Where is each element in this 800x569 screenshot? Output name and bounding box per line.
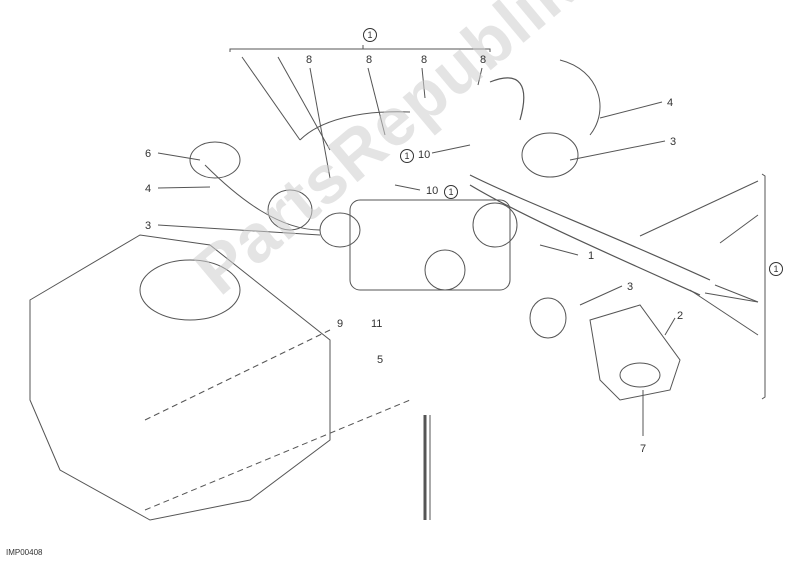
callout-l7[interactable]: 7	[640, 443, 647, 455]
callout-l6[interactable]: 6	[145, 148, 152, 160]
callout-l10a[interactable]: 10	[418, 149, 431, 161]
callout-l9[interactable]: 9	[337, 318, 344, 330]
group-marker-g_top: 1	[363, 28, 377, 42]
diagram-code: IMP00408	[6, 548, 43, 557]
callout-l3c[interactable]: 3	[627, 281, 634, 293]
callout-l8a[interactable]: 8	[306, 54, 313, 66]
callout-l8d[interactable]: 8	[480, 54, 487, 66]
callout-l8c[interactable]: 8	[421, 54, 428, 66]
callout-l10b[interactable]: 10	[426, 185, 439, 197]
callout-l5[interactable]: 5	[377, 354, 384, 366]
group-marker-g_right: 1	[769, 262, 783, 276]
callout-l8b[interactable]: 8	[366, 54, 373, 66]
callout-l4a[interactable]: 4	[145, 183, 152, 195]
group-marker-g_10a: 1	[400, 149, 414, 163]
group-marker-g_10b: 1	[444, 185, 458, 199]
callout-l4b[interactable]: 4	[667, 97, 674, 109]
callout-l1[interactable]: 1	[588, 250, 595, 262]
callout-l3b[interactable]: 3	[670, 136, 677, 148]
callout-l2[interactable]: 2	[677, 310, 684, 322]
callout-l3a[interactable]: 3	[145, 220, 152, 232]
callout-l11[interactable]: 11	[371, 318, 383, 330]
